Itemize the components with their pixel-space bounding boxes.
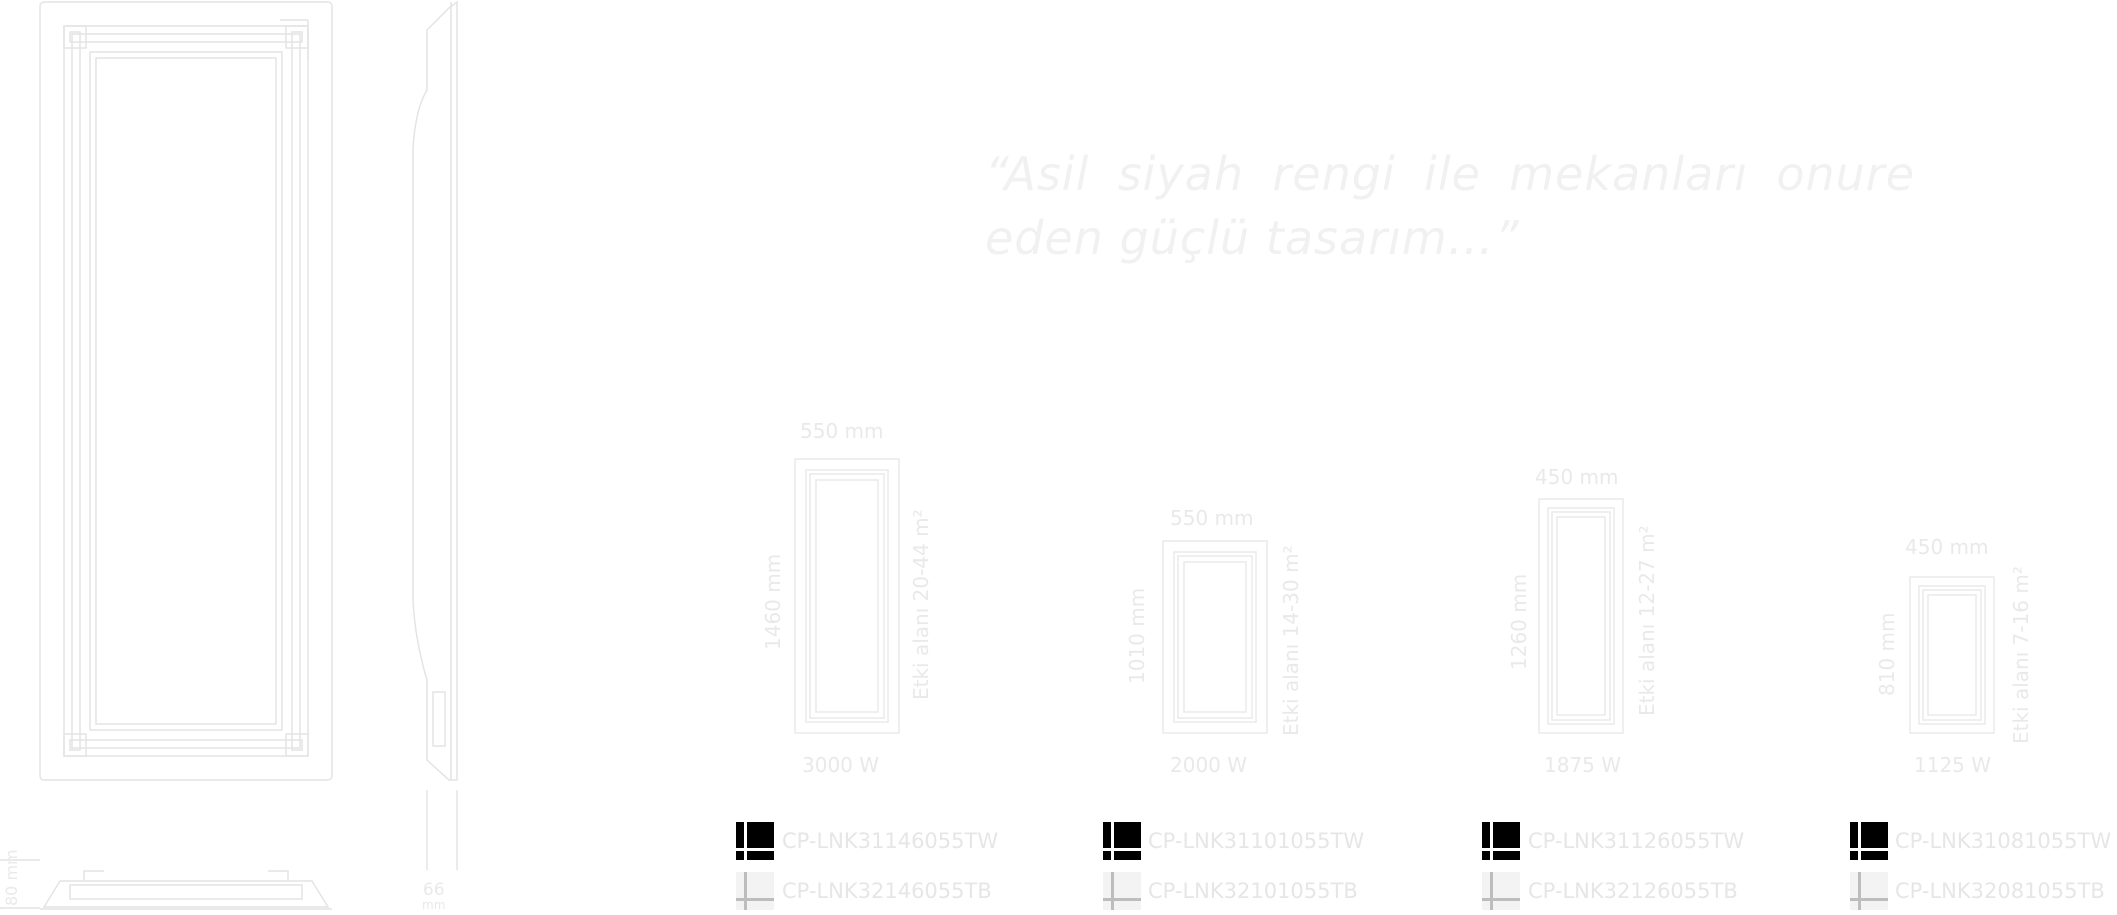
tagline-quote: “Asil siyah rengi ile mekanları onure ed… [985, 147, 1915, 265]
model-2-power-label: 2000 W [1170, 753, 1248, 777]
model-2-width-label: 550 mm [1170, 506, 1254, 530]
model-4-height-label: 810 mm [1875, 612, 1899, 697]
model-3-code-white: CP-LNK32126055TB [1528, 879, 1738, 903]
model-2-panel-icon [1162, 540, 1268, 734]
model-2-height-label: 1010 mm [1125, 587, 1149, 684]
model-3-power-label: 1875 W [1544, 753, 1622, 777]
model-1-power-label: 3000 W [802, 753, 880, 777]
width-dimension-label: 66 mm [422, 880, 446, 912]
model-1-code-black: CP-LNK31146055TW [782, 829, 999, 853]
color-swatch-icon [1482, 872, 1520, 910]
panel-side-drawing-icon [412, 0, 458, 870]
model-1-height-label: 1460 mm [761, 553, 785, 650]
model-4-power-label: 1125 W [1914, 753, 1992, 777]
model-3-width-label: 450 mm [1535, 465, 1619, 489]
model-4-code-white: CP-LNK32081055TB [1895, 879, 2105, 903]
color-swatch-icon [736, 872, 774, 910]
model-4-area-label: Etki alanı 7-16 m² [2009, 566, 2033, 744]
color-swatch-icon [736, 822, 774, 860]
model-1-panel-icon [794, 458, 900, 734]
model-3-height-label: 1260 mm [1507, 573, 1531, 670]
color-swatch-icon [1482, 822, 1520, 860]
model-2-code-black: CP-LNK31101055TW [1148, 829, 1365, 853]
model-4-panel-icon [1909, 576, 1995, 734]
depth-dimension-label: 80 mm [2, 849, 21, 906]
model-1-area-label: Etki alanı 20-44 m² [909, 509, 933, 700]
color-swatch-icon [1850, 822, 1888, 860]
model-1-code-white: CP-LNK32146055TB [782, 879, 992, 903]
model-3-area-label: Etki alanı 12-27 m² [1635, 525, 1659, 716]
color-swatch-icon [1103, 872, 1141, 910]
model-4-width-label: 450 mm [1905, 535, 1989, 559]
color-swatch-icon [1850, 872, 1888, 910]
model-3-code-black: CP-LNK31126055TW [1528, 829, 1745, 853]
model-2-area-label: Etki alanı 14-30 m² [1279, 545, 1303, 736]
panel-front-drawing-icon [39, 1, 333, 781]
color-swatch-icon [1103, 822, 1141, 860]
panel-top-drawing-icon [0, 859, 332, 910]
model-4-code-black: CP-LNK31081055TW [1895, 829, 2112, 853]
model-2-code-white: CP-LNK32101055TB [1148, 879, 1358, 903]
model-3-panel-icon [1538, 498, 1624, 734]
model-1-width-label: 550 mm [800, 419, 884, 443]
